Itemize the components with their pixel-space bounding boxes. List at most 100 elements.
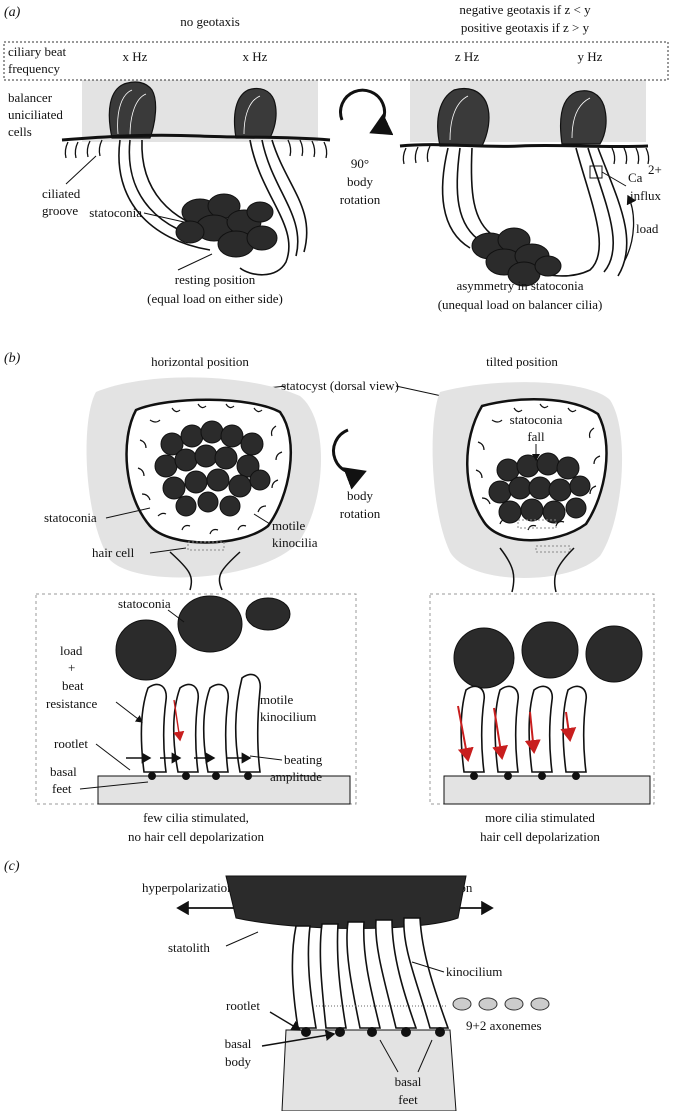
tilted-title: tilted position [486, 354, 558, 369]
right-caption-a-2: (unequal load on balancer cilia) [438, 297, 603, 312]
freq-right-1: z Hz [455, 49, 479, 64]
freq-left-1: x Hz [123, 49, 148, 64]
panel-b-label: (b) [4, 351, 21, 366]
load-label-b-1: load [60, 643, 83, 658]
panel-c: (c) hyperpolarization depolarization sta… [4, 859, 550, 1111]
epithelium-right [399, 143, 649, 149]
panel-a: (a) no geotaxis negative geotaxis if z <… [3, 2, 669, 312]
rotation-arrow-a [339, 88, 394, 136]
left-caption-b-1: few cilia stimulated, [143, 810, 249, 825]
left-caption-a-2: (equal load on either side) [147, 291, 283, 306]
basal-bodies-left [148, 772, 252, 780]
left-caption-b-2: no hair cell depolarization [128, 829, 265, 844]
balancer-label-1: balancer [8, 90, 53, 105]
right-caption-b-2: hair cell depolarization [480, 829, 600, 844]
balancer-cilia-left-1 [108, 81, 157, 139]
basal-bodies-c [301, 1027, 445, 1037]
statoconia-fall-label-1: statoconia [510, 412, 563, 427]
ciliated-label-2: groove [42, 203, 78, 218]
load-label-b-3: beat [62, 678, 84, 693]
rootlet-label-c: rootlet [226, 998, 260, 1013]
beat-frequency-box [3, 41, 669, 81]
hair-cell-label: hair cell [92, 545, 135, 560]
zoom-marker-right-1 [517, 519, 557, 529]
balancer-label-3: cells [8, 124, 32, 139]
kinocilium-label: kinocilium [446, 964, 502, 979]
beating-label-2: amplitude [270, 769, 322, 784]
ca-superscript: 2+ [648, 162, 662, 177]
balancer-cilia-right-1 [437, 87, 490, 147]
statoconia-fall-label-2: fall [527, 429, 545, 444]
red-arrow-left [173, 699, 185, 742]
hair-cell-base-right [443, 775, 651, 805]
rotation-label-a-3: rotation [340, 192, 381, 207]
groove-cilia-right [402, 145, 650, 165]
statoconia-label-a: statoconia [89, 205, 142, 220]
kinocilia-c [291, 917, 450, 1029]
load-label-b-2: + [68, 660, 75, 675]
zoom-statoconia-right [453, 621, 643, 689]
groove-cilia-left [64, 139, 328, 159]
positive-geotaxis-title: positive geotaxis if z > y [461, 20, 590, 35]
hyperpolarization-label: hyperpolarization [142, 880, 234, 895]
panel-c-label: (c) [4, 859, 20, 874]
statoconia-label-b: statoconia [44, 510, 97, 525]
basal-body-label-1: basal [225, 1036, 252, 1051]
freq-left-2: x Hz [243, 49, 268, 64]
influx-label: influx [630, 188, 662, 203]
horizontal-title: horizontal position [151, 354, 249, 369]
basal-feet-label-b-2: feet [52, 781, 72, 796]
kinocilia-ring-left [137, 403, 283, 535]
zoom-marker-left [187, 541, 225, 551]
rotation-label-a-2: body [347, 174, 374, 189]
epithelium-left [61, 133, 331, 142]
hair-cell-base-c [281, 1029, 457, 1111]
statoconia-zoom-label: statoconia [118, 596, 171, 611]
beating-label-1: beating [284, 752, 323, 767]
axoneme-icons [452, 997, 550, 1011]
basal-feet-label-c-1: basal [395, 1074, 422, 1089]
motile-kino-label-2: kinocilium [260, 709, 316, 724]
right-caption-a-1: asymmetry in statoconia [456, 278, 583, 293]
negative-geotaxis-title: negative geotaxis if z < y [459, 2, 591, 17]
rootlet-label-b: rootlet [54, 736, 88, 751]
load-label-b-4: resistance [46, 696, 97, 711]
statoconia-cluster-b-right [488, 452, 591, 524]
freq-right-2: y Hz [578, 49, 603, 64]
panel-b: (b) horizontal position tilted position … [4, 351, 655, 844]
panel-a-label: (a) [4, 5, 21, 20]
balancer-label-2: uniciliated [8, 107, 63, 122]
zoom-kinocilia-left [140, 673, 262, 773]
rotation-arrow-b [332, 428, 367, 490]
statolith [225, 875, 467, 929]
statoconia-cluster-left [175, 193, 278, 258]
basal-bodies-right [470, 772, 580, 780]
balancer-cilia-right-2 [559, 90, 607, 145]
beat-frequency-label-2: frequency [8, 61, 60, 76]
kinocilia-ring-right [475, 403, 601, 531]
motile-label-2: kinocilia [272, 535, 318, 550]
basal-body-label-2: body [225, 1054, 252, 1069]
hair-cell-base-left [97, 775, 351, 805]
statolith-label: statolith [168, 940, 210, 955]
load-label-a: load [636, 221, 659, 236]
balancer-cilia-left-2 [233, 87, 277, 139]
motile-label-1: motile [272, 518, 305, 533]
left-caption-a-1: resting position [175, 272, 256, 287]
rotation-label-b-2: rotation [340, 506, 381, 521]
beat-frequency-label-1: ciliary beat [8, 44, 66, 59]
statocyst-label: statocyst (dorsal view) [281, 378, 399, 393]
right-caption-b-1: more cilia stimulated [485, 810, 595, 825]
rotation-label-b-1: body [347, 488, 374, 503]
axonemes-label: 9+2 axonemes [466, 1018, 542, 1033]
ca-label: Ca [628, 170, 643, 185]
load-arrow-a [623, 194, 637, 263]
rotation-label-a-1: 90° [351, 156, 369, 171]
statoconia-cluster-right [471, 227, 562, 287]
motile-kino-label-1: motile [260, 692, 293, 707]
basal-feet-label-b-1: basal [50, 764, 77, 779]
statoconia-cluster-b-left [154, 420, 271, 517]
no-geotaxis-title: no geotaxis [180, 14, 240, 29]
red-arrows-right [457, 705, 577, 762]
